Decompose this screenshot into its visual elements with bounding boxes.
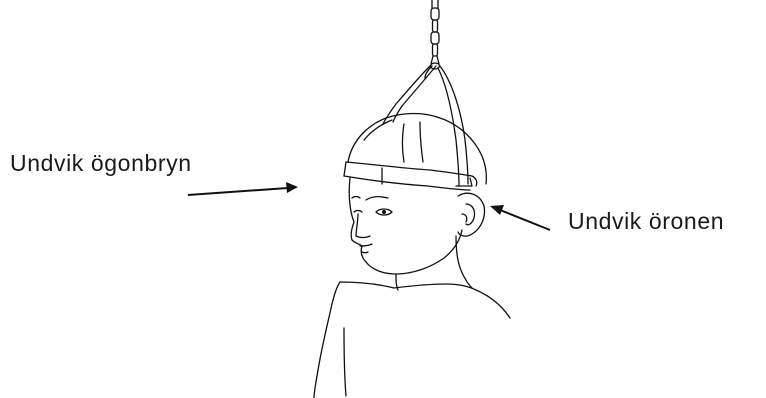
face: [349, 178, 462, 274]
neck: [396, 236, 472, 290]
ear-arrow: [490, 205, 550, 230]
chain: [431, 0, 440, 69]
torso: [314, 282, 510, 398]
suspension-straps: [383, 66, 472, 186]
eyebrow-warning-label: Undvik ögonbryn: [10, 150, 192, 177]
eyebrow-arrow: [188, 182, 298, 195]
ear-warning-label: Undvik öronen: [568, 208, 724, 235]
